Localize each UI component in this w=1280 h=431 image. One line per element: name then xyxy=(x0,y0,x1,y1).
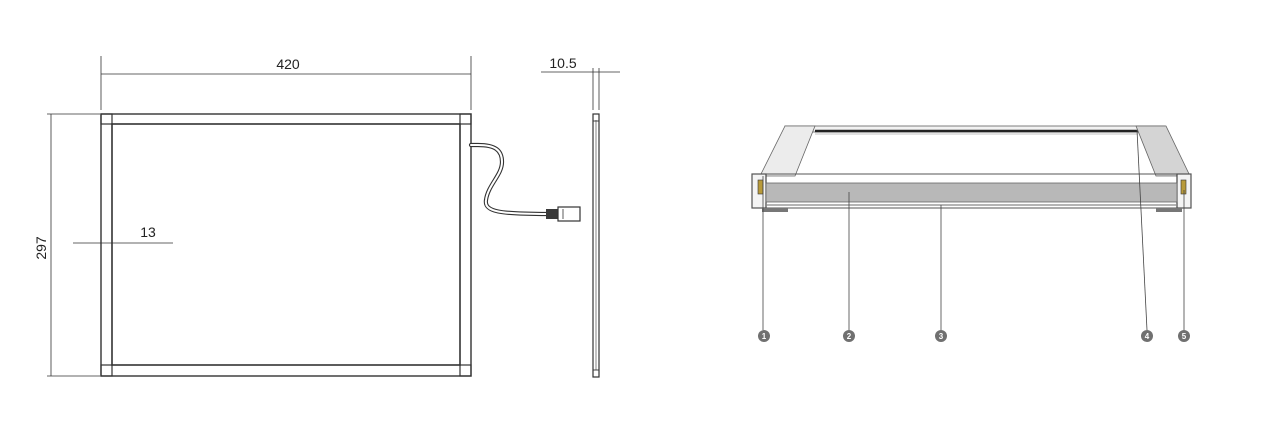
frame-profile-right xyxy=(1135,125,1191,177)
width-label: 420 xyxy=(276,56,300,72)
svg-text:1: 1 xyxy=(762,332,767,341)
power-cable xyxy=(468,142,551,217)
callout-1: 1 xyxy=(758,330,770,342)
svg-text:4: 4 xyxy=(1145,332,1150,341)
corner-block-bl xyxy=(100,364,113,377)
cross-section-view: 1 2 3 4 5 xyxy=(751,125,1192,342)
height-dimension xyxy=(47,113,100,377)
panel-outer-frame xyxy=(100,113,472,377)
callout-2: 2 xyxy=(843,330,855,342)
depth-dimension xyxy=(541,68,620,110)
callout-3: 3 xyxy=(935,330,947,342)
corner-block-tr xyxy=(459,113,472,125)
width-dimension xyxy=(100,56,472,110)
corner-block-br xyxy=(459,364,472,377)
svg-text:2: 2 xyxy=(847,332,852,341)
diffuser-panel xyxy=(765,182,1178,203)
panel-inner-area xyxy=(111,123,461,366)
depth-label: 10.5 xyxy=(549,55,576,71)
cable-connector xyxy=(546,206,581,222)
callout-5: 5 xyxy=(1178,330,1190,342)
frame-label: 13 xyxy=(140,224,156,240)
frame-profile-left xyxy=(759,125,816,177)
leader-line-4 xyxy=(1136,129,1148,331)
side-view xyxy=(541,68,620,378)
height-label: 297 xyxy=(33,236,49,260)
svg-text:3: 3 xyxy=(939,332,944,341)
front-bar xyxy=(751,173,1192,209)
led-strip-right xyxy=(1180,179,1187,195)
svg-text:5: 5 xyxy=(1182,332,1187,341)
corner-block-tl xyxy=(100,113,113,125)
front-view xyxy=(47,56,581,377)
led-strip-left xyxy=(757,179,764,195)
callout-4: 4 xyxy=(1141,330,1153,342)
